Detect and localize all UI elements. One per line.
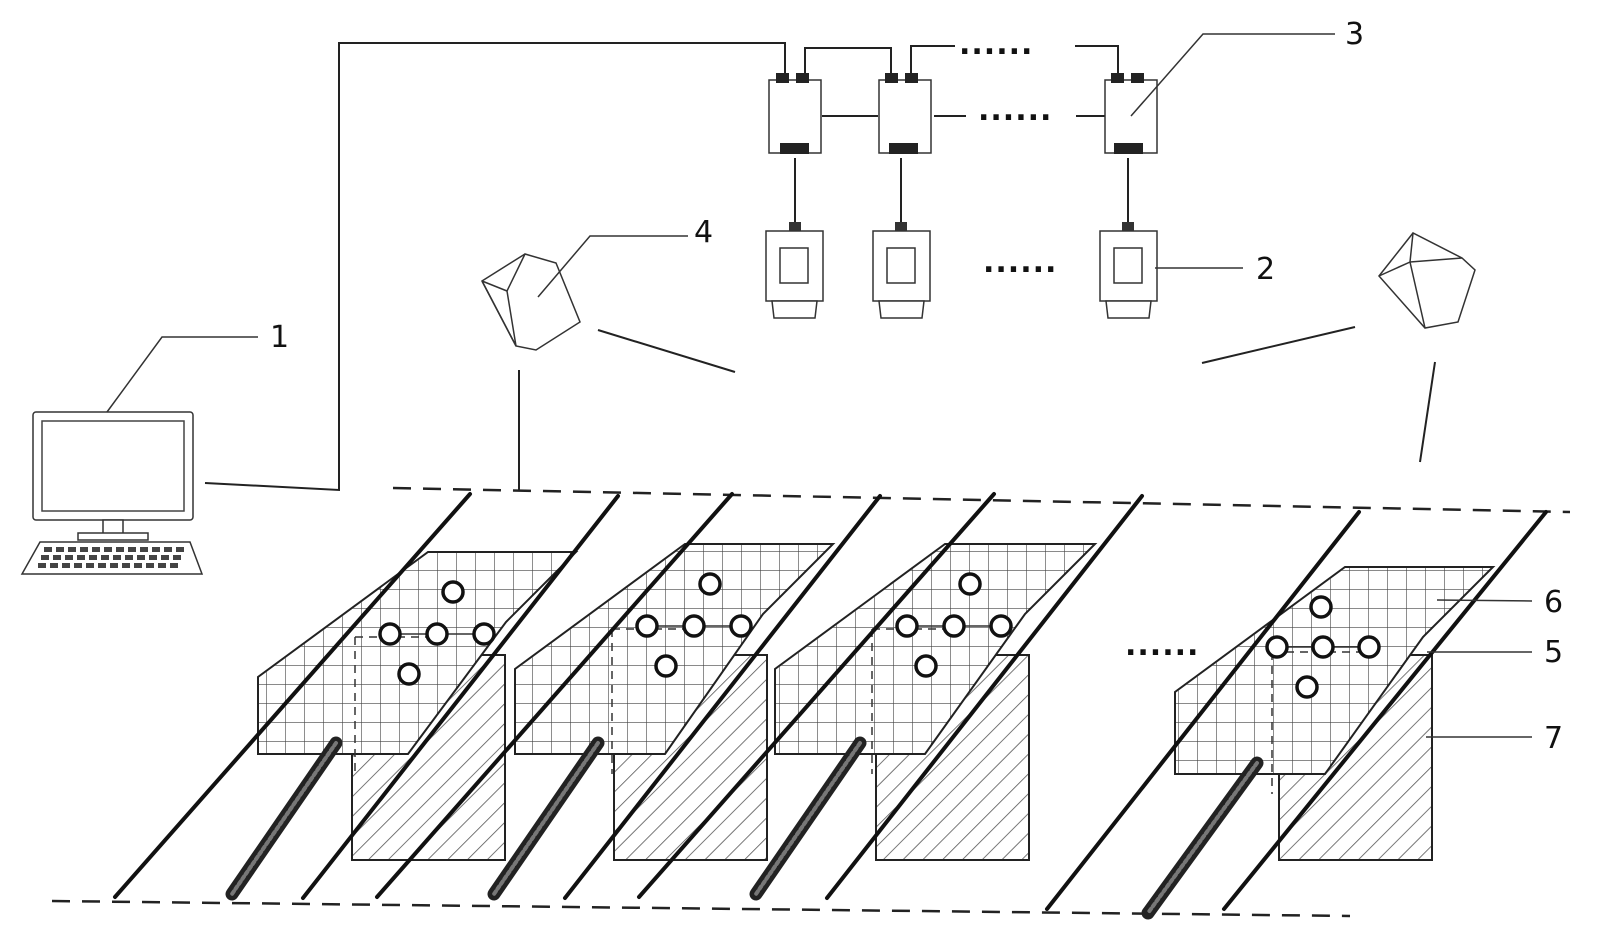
target-marker [731,616,751,636]
keyboard-key [125,555,133,560]
target-marker [684,616,704,636]
cameras [766,222,1157,318]
keyboard-key [56,547,64,552]
target-marker [960,574,980,594]
computer-icon [22,412,202,574]
target-marker [1267,637,1287,657]
keyboard-key [74,563,82,568]
keyboard-key [62,563,70,568]
switch-unit [769,73,821,154]
network-switches [769,73,1157,154]
camera-icon [873,222,930,318]
keyboard-key [140,547,148,552]
sensor-rod-texture [232,743,336,894]
label-computer: 1 [270,320,289,355]
label-camera: 2 [1256,252,1275,287]
ellipsis-specimens: ...... [1125,628,1199,663]
keyboard-key [113,555,121,560]
target-marker [399,664,419,684]
keyboard-key [149,555,157,560]
keyboard-key [137,555,145,560]
target-marker [1313,637,1333,657]
keyboard-key [176,547,184,552]
sensor-rod-texture [494,743,598,894]
keyboard-key [170,563,178,568]
target-marker [700,574,720,594]
target-marker [916,656,936,676]
keyboard-key [44,547,52,552]
grid-panel [1175,567,1493,774]
target-marker [637,616,657,636]
target-marker [474,624,494,644]
keyboard-key [65,555,73,560]
keyboard-key [164,547,172,552]
grid-panel [775,544,1095,754]
label-slope: 7 [1544,721,1563,756]
keyboard-key [89,555,97,560]
ellipsis-switches: ...... [978,93,1052,128]
keyboard-key [80,547,88,552]
keyboard-key [110,563,118,568]
target-marker [944,616,964,636]
specimen [1047,512,1546,913]
keyboard-key [101,555,109,560]
target-marker [443,582,463,602]
keyboard-key [77,555,85,560]
target-marker [991,616,1011,636]
label-marker: 5 [1544,635,1563,670]
keyboard-key [161,555,169,560]
target-marker [1311,597,1331,617]
target-marker [656,656,676,676]
keyboard-key [158,563,166,568]
keyboard-key [98,563,106,568]
ellipsis-top: ...... [959,27,1033,62]
target-marker [427,624,447,644]
keyboard-key [134,563,142,568]
target-marker [1359,637,1379,657]
keyboard-key [104,547,112,552]
target-marker [1297,677,1317,697]
keyboard-key [68,547,76,552]
test-bed [52,488,1570,916]
switch-unit [879,73,931,154]
light-source-left-icon [482,254,735,490]
keyboard-key [128,547,136,552]
label-grid: 6 [1544,585,1563,620]
keyboard-key [173,555,181,560]
keyboard-key [38,563,46,568]
ellipsis-cameras: ...... [983,245,1057,280]
keyboard-key [86,563,94,568]
keyboard-key [41,555,49,560]
label-switch: 3 [1345,17,1364,52]
keyboard-key [146,563,154,568]
keyboard-key [53,555,61,560]
keyboard-key [122,563,130,568]
target-marker [380,624,400,644]
target-marker [897,616,917,636]
camera-icon [766,222,823,318]
keyboard-key [152,547,160,552]
sensor-rod-texture [756,743,860,894]
keyboard-key [50,563,58,568]
label-light: 4 [694,215,713,250]
camera-icon [1100,222,1157,318]
keyboard-key [92,547,100,552]
switch-unit [1105,73,1157,154]
keyboard-key [116,547,124,552]
